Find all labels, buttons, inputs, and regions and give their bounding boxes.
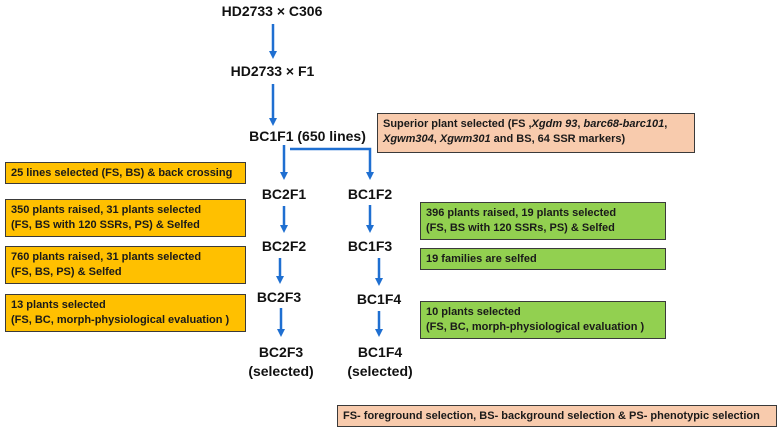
superior-line-2: Xgwm304, Xgwm301 and BS, 64 SSR markers) (383, 132, 689, 147)
node-bc1f4: BC1F4 (356, 291, 402, 307)
node-bc1f4-selected: BC1F4 (selected) (342, 343, 418, 381)
right-box-families-selfed: 19 families are selfed (420, 248, 666, 270)
left-box-back-crossing-text: 25 lines selected (FS, BS) & back crossi… (11, 167, 233, 179)
abbreviation-legend: FS- foreground selection, BS- background… (337, 405, 777, 427)
marker-barc68-barc101: barc68-barc101 (583, 118, 665, 130)
left-box-bc2f2-line1: 760 plants raised, 31 plants selected (11, 251, 202, 263)
right-box-bc1f4-line1: 10 plants selected (426, 306, 521, 318)
right-box-bc1f2-line2: (FS, BS with 120 SSRs, PS) & Selfed (426, 222, 615, 234)
superior-plant-box: Superior plant selected (FS ,Xgdm 93, ba… (377, 113, 695, 153)
superior-text-sep: , (577, 118, 584, 130)
node-bc1f4-selected-note: (selected) (347, 363, 413, 379)
superior-text-sep2: , (433, 133, 440, 145)
node-bc2f3-selected-note: (selected) (248, 363, 314, 379)
left-box-bc2f3-line2: (FS, BC, morph-physiological evaluation … (11, 314, 230, 326)
marker-xgdm93: Xgdm 93 (531, 118, 578, 130)
left-box-bc2f2-line2: (FS, BS, PS) & Selfed (11, 266, 122, 278)
left-box-back-crossing: 25 lines selected (FS, BS) & back crossi… (5, 162, 246, 184)
right-box-families-selfed-text: 19 families are selfed (426, 253, 537, 265)
right-box-bc1f2-selection: 396 plants raised, 19 plants selected (F… (420, 202, 666, 240)
superior-text-a: Superior plant selected (FS , (383, 118, 532, 130)
node-bc1f4-selected-label: BC1F4 (357, 344, 403, 360)
superior-line-1: Superior plant selected (FS ,Xgdm 93, ba… (383, 117, 689, 132)
node-bc2f3-selected-label: BC2F3 (258, 344, 304, 360)
right-box-bc1f4-line2: (FS, BC, morph-physiological evaluation … (426, 321, 645, 333)
left-box-bc2f1-selection: 350 plants raised, 31 plants selected (F… (5, 199, 246, 237)
marker-xgwm301: Xgwm301 (439, 133, 491, 145)
node-f1: HD2733 × F1 (230, 63, 315, 79)
node-bc2f2: BC2F2 (261, 238, 307, 254)
node-bc2f1: BC2F1 (261, 186, 307, 202)
node-bc2f3: BC2F3 (256, 289, 302, 305)
superior-text-end: and BS, 64 SSR markers) (490, 133, 626, 145)
marker-xgwm304: Xgwm304 (383, 133, 434, 145)
left-box-bc2f3-selection: 13 plants selected (FS, BC, morph-physio… (5, 294, 246, 332)
node-bc2f3-selected: BC2F3 (selected) (243, 343, 319, 381)
node-bc1f3: BC1F3 (347, 238, 393, 254)
left-box-bc2f3-line1: 13 plants selected (11, 299, 106, 311)
right-box-bc1f2-line1: 396 plants raised, 19 plants selected (426, 207, 617, 219)
left-box-bc2f1-line2: (FS, BS with 120 SSRs, PS) & Selfed (11, 219, 200, 231)
node-cross: HD2733 × C306 (221, 3, 323, 19)
arrow-bc1f1-to-bc1f2 (290, 147, 374, 180)
node-bc1f1: BC1F1 (650 lines) (249, 128, 366, 144)
right-box-bc1f4-selection: 10 plants selected (FS, BC, morph-physio… (420, 301, 666, 339)
abbreviation-legend-text: FS- foreground selection, BS- background… (343, 410, 760, 422)
node-bc1f2: BC1F2 (347, 186, 393, 202)
left-box-bc2f2-selection: 760 plants raised, 31 plants selected (F… (5, 246, 246, 284)
left-box-bc2f1-line1: 350 plants raised, 31 plants selected (11, 204, 202, 216)
superior-text-comma: , (664, 118, 668, 130)
